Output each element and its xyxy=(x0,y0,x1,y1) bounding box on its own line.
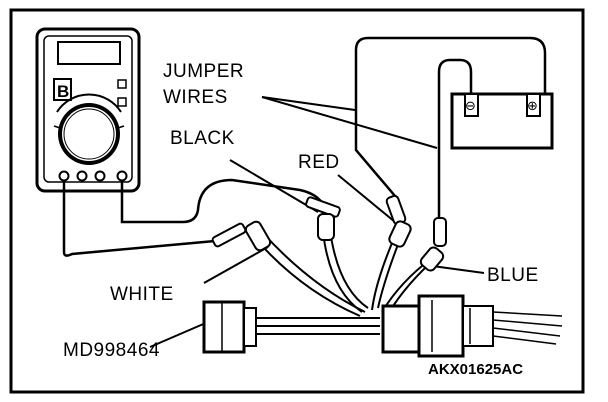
meter-lead-right xyxy=(120,178,326,224)
probe-red xyxy=(385,194,412,248)
meter-jack xyxy=(116,170,128,182)
meter-jack xyxy=(58,170,70,182)
battery-positive-symbol: ⊕ xyxy=(527,99,538,114)
battery-terminal-positive xyxy=(526,93,541,117)
harness-tail-wires xyxy=(492,311,563,345)
label-white: WHITE xyxy=(110,284,174,305)
connector-left xyxy=(202,300,257,354)
meter-display-char: B xyxy=(57,82,69,101)
battery-negative-symbol: ⊖ xyxy=(465,99,476,114)
leader-jumper-2 xyxy=(261,96,438,149)
label-red: RED xyxy=(298,152,340,173)
jumper-wire-positive xyxy=(354,36,547,94)
leader-red xyxy=(337,174,396,223)
leader-white xyxy=(203,246,269,284)
figure-code: AKX01625AC xyxy=(428,361,524,378)
meter-button xyxy=(117,79,127,89)
leader-black xyxy=(229,159,319,213)
label-jumper: JUMPER xyxy=(163,61,245,82)
meter-button xyxy=(117,97,127,107)
diagram-frame xyxy=(9,8,585,394)
meter-jack xyxy=(76,170,88,182)
meter-lead-left xyxy=(62,180,216,257)
probe-black xyxy=(305,196,341,241)
jumper-wire-1 xyxy=(354,50,396,197)
probe-white xyxy=(211,222,247,248)
meter-display xyxy=(57,41,121,65)
leader-jumper-1 xyxy=(261,96,356,111)
jumper-wire-negative xyxy=(437,58,473,220)
probe-blue xyxy=(419,217,447,272)
connector-right xyxy=(381,294,494,358)
battery xyxy=(450,92,554,150)
multimeter xyxy=(35,27,141,193)
battery-terminal-negative xyxy=(464,93,479,117)
label-blue: BLUE xyxy=(487,265,539,286)
leader-tool xyxy=(149,321,209,348)
label-tool-number: MD998464 xyxy=(63,340,160,361)
meter-jack xyxy=(94,170,106,182)
probe-white-clip xyxy=(244,220,272,252)
label-wires: WIRES xyxy=(163,87,228,108)
label-black: BLACK xyxy=(170,128,235,149)
